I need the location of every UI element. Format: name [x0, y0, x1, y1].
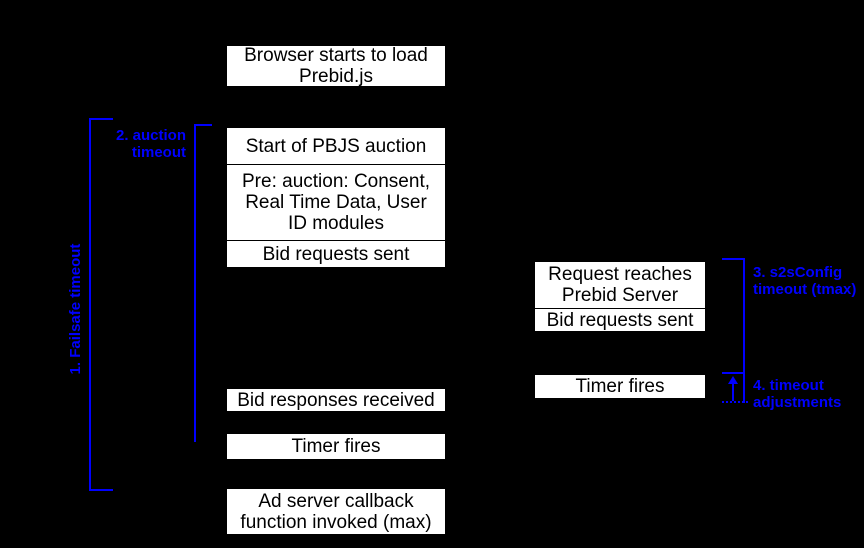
timeout-adjustment-dotted-line [722, 401, 748, 403]
box-bid-requests-sent: Bid requests sent [226, 240, 446, 268]
box-browser-load: Browser starts to load Prebid.js [226, 45, 446, 87]
s2s-timeout-bracket [722, 258, 745, 374]
s2s-bracket-extension-line [743, 374, 745, 403]
box-bid-responses-received: Bid responses received [226, 388, 446, 412]
failsafe-timeout-label: 1. Failsafe timeout [67, 243, 84, 375]
box-start-auction: Start of PBJS auction [226, 127, 446, 165]
box-server-bid-requests-sent: Bid requests sent [534, 308, 706, 332]
timeout-adjustments-label: 4. timeout adjustments [753, 377, 842, 411]
failsafe-timeout-bracket [89, 118, 113, 491]
auction-timeout-bracket [194, 124, 212, 442]
box-timer-fires: Timer fires [226, 433, 446, 460]
box-request-reaches-server: Request reaches Prebid Server [534, 261, 706, 309]
box-pre-auction-modules: Pre: auction: Consent, Real Time Data, U… [226, 164, 446, 241]
box-server-timer-fires: Timer fires [534, 374, 706, 399]
up-arrow-shaft [732, 384, 734, 401]
box-ad-server-callback: Ad server callback function invoked (max… [226, 488, 446, 535]
auction-timeout-label: 2. auction timeout [115, 127, 186, 161]
up-arrow-icon [728, 376, 738, 384]
s2s-config-timeout-label: 3. s2sConfig timeout (tmax) [753, 264, 857, 298]
